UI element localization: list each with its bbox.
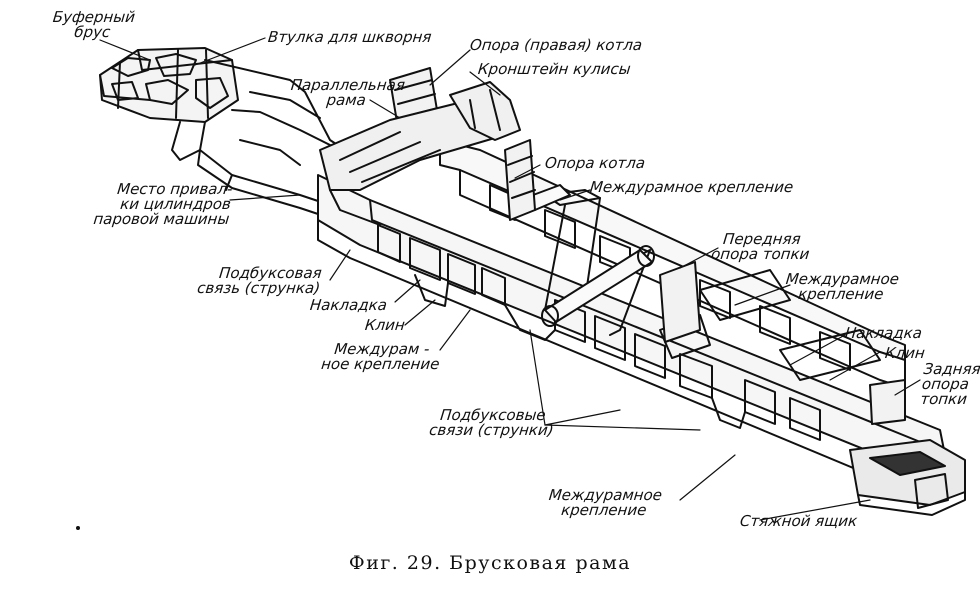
label-line: крепление — [797, 285, 885, 303]
label-perednyaya-opora: Передняя опора топки — [710, 230, 811, 263]
rear-tie-box — [849, 439, 966, 516]
label-line: связи (струнки) — [428, 421, 555, 439]
label-mezhduramnoe-1: Междурамное крепление — [589, 178, 795, 196]
label-opora-pravaya: Опора (правая) котла — [469, 36, 644, 54]
label-mesto-privalki: Место привал- ки цилиндров паровой машин… — [92, 180, 234, 228]
leader-lines — [99, 37, 921, 521]
label-line: топки — [919, 390, 968, 408]
label-mezhduramnoe-4: Междурамное крепление — [546, 486, 663, 519]
label-line: крепление — [560, 501, 648, 519]
label-bufer-brus: Буферный брус — [50, 8, 136, 41]
label-line: паровой машины — [92, 210, 231, 228]
label-styazhnoy: Стяжной ящик — [739, 512, 859, 530]
label-line: опора топки — [710, 245, 811, 263]
label-zadnyaya-opora: Задняя опора топки — [919, 360, 980, 408]
label-nakladka-left: Накладка — [309, 296, 388, 314]
label-klin-right: Клин — [884, 344, 926, 362]
parallel-frame — [319, 81, 521, 226]
label-line: связь (струнка) — [196, 279, 322, 297]
label-klin-left: Клин — [364, 316, 406, 334]
label-line: ное крепление — [320, 355, 441, 373]
label-nakladka-right: Накладка — [844, 324, 923, 342]
label-line: рама — [325, 91, 367, 109]
label-kronshtein: Кронштейн кулисы — [477, 60, 632, 78]
label-podbuksovye: Подбуксовые связи (струнки) — [428, 406, 555, 439]
label-podbuksovaya: Подбуксовая связь (струнка) — [196, 264, 322, 297]
bar-frame-drawing — [76, 37, 966, 530]
label-opora-kotla: Опора котла — [544, 154, 647, 172]
buffer-beam — [99, 47, 239, 123]
label-vtulka: Втулка для шкворня — [267, 28, 433, 46]
dot-mark — [76, 526, 80, 530]
label-parallelnaya: Параллельная рама — [288, 76, 406, 109]
label-mezhduramnoe-3: Междурам - ное крепление — [320, 340, 441, 373]
label-mezhduramnoe-2: Междурамное крепление — [783, 270, 900, 303]
figure-caption: Фиг. 29. Брусковая рама — [348, 552, 632, 574]
label-line: брус — [73, 23, 112, 41]
